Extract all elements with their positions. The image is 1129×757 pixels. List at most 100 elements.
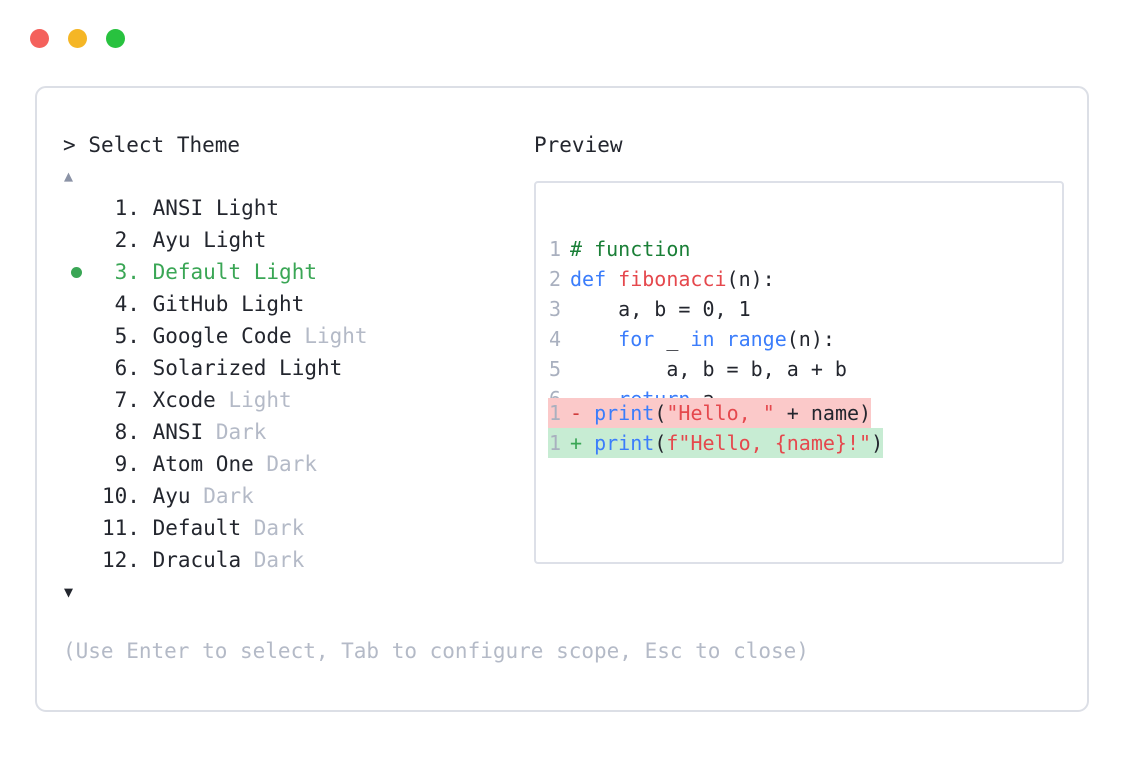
theme-item-variant: Light <box>241 292 305 316</box>
theme-list-item[interactable]: 2. Ayu Light <box>63 224 533 256</box>
theme-item-variant: Light <box>228 388 292 412</box>
diff-line-wrapper: 1+ print(f"Hello, {name}!") <box>548 428 884 458</box>
theme-list-item[interactable]: 3. Default Light <box>63 256 533 288</box>
theme-list-item[interactable]: 7. Xcode Light <box>63 384 533 416</box>
code-token: def <box>570 267 619 291</box>
diff-sign: - <box>570 401 595 425</box>
theme-item-variant: Dark <box>253 548 305 572</box>
code-line: 3 a, b = 0, 1 <box>548 294 847 324</box>
diff-line-number: 1 <box>548 401 561 425</box>
selection-bullet-slot <box>67 192 85 224</box>
theme-item-text: 4. GitHub Light <box>63 288 305 320</box>
theme-item-name: Ayu <box>152 228 191 252</box>
theme-item-name: Default <box>152 516 242 540</box>
theme-item-name: ANSI <box>152 196 204 220</box>
theme-item-index: 2. <box>102 228 140 252</box>
theme-item-index: 9. <box>102 452 140 476</box>
theme-list: 1. ANSI Light 2. Ayu Light 3. Default Li… <box>63 192 533 576</box>
selected-bullet-icon <box>70 266 82 278</box>
theme-item-name: Google Code <box>152 324 292 348</box>
theme-item-text: 6. Solarized Light <box>63 352 343 384</box>
theme-item-text: 9. Atom One Dark <box>63 448 317 480</box>
window-minimize-button[interactable] <box>68 29 87 48</box>
theme-item-index: 4. <box>102 292 140 316</box>
code-token: in range <box>690 327 787 351</box>
theme-item-text: 11. Default Dark <box>63 512 304 544</box>
theme-item-variant: Dark <box>253 516 305 540</box>
diff-token: ) <box>871 431 884 455</box>
code-line-number: 4 <box>548 327 561 351</box>
theme-list-item[interactable]: 1. ANSI Light <box>63 192 533 224</box>
code-line: 1 # function <box>548 234 847 264</box>
diff-sign: + <box>570 431 595 455</box>
theme-item-text: 7. Xcode Light <box>63 384 292 416</box>
code-token: _ <box>654 327 691 351</box>
selection-bullet-slot <box>67 384 85 416</box>
theme-item-name: Xcode <box>152 388 216 412</box>
theme-list-item[interactable]: 5. Google Code Light <box>63 320 533 352</box>
diff-line-wrapper: 1- print("Hello, " + name) <box>548 398 883 428</box>
code-token: (n): <box>786 327 835 351</box>
selection-bullet-slot <box>67 544 85 576</box>
code-line-number: 3 <box>548 297 561 321</box>
prompt-caret-symbol: > <box>63 133 76 157</box>
selection-bullet-slot <box>67 320 85 352</box>
window-close-button[interactable] <box>30 29 49 48</box>
code-line-number: 1 <box>548 237 561 261</box>
theme-item-variant: Light <box>279 356 343 380</box>
theme-item-index: 1. <box>102 196 140 220</box>
diff-sample: 1- print("Hello, " + name)1+ print(f"Hel… <box>548 398 884 458</box>
selection-bullet-slot <box>67 256 85 288</box>
theme-picker-card: > Select Theme ▲ 1. ANSI Light 2. Ayu Li… <box>35 86 1089 712</box>
preview-label: Preview <box>534 133 623 157</box>
theme-list-item[interactable]: 12. Dracula Dark <box>63 544 533 576</box>
diff-token: + name) <box>774 401 872 425</box>
diff-token: ( <box>654 431 667 455</box>
theme-list-item[interactable]: 6. Solarized Light <box>63 352 533 384</box>
theme-list-item[interactable]: 8. ANSI Dark <box>63 416 533 448</box>
theme-item-text: 12. Dracula Dark <box>63 544 304 576</box>
theme-item-variant: Light <box>215 196 280 220</box>
theme-item-name: Atom One <box>152 452 254 476</box>
theme-list-item[interactable]: 11. Default Dark <box>63 512 533 544</box>
theme-list-item[interactable]: 4. GitHub Light <box>63 288 533 320</box>
code-token: a, b = b, a + b <box>570 357 847 381</box>
diff-token: ( <box>654 401 667 425</box>
code-token: a, b = 0, 1 <box>570 297 751 321</box>
selection-bullet-slot <box>67 448 85 480</box>
theme-item-name: Ayu <box>152 484 191 508</box>
code-token: # function <box>570 237 691 261</box>
theme-item-name: Dracula <box>152 548 242 572</box>
keyboard-hint: (Use Enter to select, Tab to configure s… <box>63 639 809 663</box>
theme-list-item[interactable]: 9. Atom One Dark <box>63 448 533 480</box>
theme-item-text: 5. Google Code Light <box>63 320 368 352</box>
diff-removed-line: 1- print("Hello, " + name) <box>548 398 872 428</box>
theme-list-item[interactable]: 10. Ayu Dark <box>63 480 533 512</box>
diff-token: print <box>594 401 655 425</box>
scroll-up-indicator-icon[interactable]: ▲ <box>64 167 74 185</box>
scroll-down-indicator-icon[interactable]: ▼ <box>64 583 74 601</box>
theme-item-variant: Light <box>203 228 267 252</box>
theme-item-text: 2. Ayu Light <box>63 224 267 256</box>
code-token: (n): <box>726 267 775 291</box>
window-maximize-button[interactable] <box>106 29 125 48</box>
prompt-header: > Select Theme <box>63 132 533 158</box>
theme-item-index: 11. <box>102 516 140 540</box>
theme-item-index: 3. <box>102 260 140 284</box>
theme-item-variant: Light <box>253 260 317 284</box>
code-line-number: 2 <box>548 267 561 291</box>
theme-item-name: ANSI <box>152 420 204 444</box>
theme-selector-pane: > Select Theme ▲ 1. ANSI Light 2. Ayu Li… <box>63 132 533 602</box>
theme-item-variant: Dark <box>203 484 254 508</box>
diff-token: print <box>594 431 655 455</box>
theme-item-text: 1. ANSI Light <box>63 192 279 224</box>
diff-line-number: 1 <box>548 431 561 455</box>
selection-bullet-slot <box>67 416 85 448</box>
theme-item-index: 5. <box>102 324 140 348</box>
code-token <box>570 327 618 351</box>
diff-added-line: 1+ print(f"Hello, {name}!") <box>548 428 884 458</box>
theme-item-index: 7. <box>102 388 140 412</box>
theme-item-name: Default <box>152 260 242 284</box>
